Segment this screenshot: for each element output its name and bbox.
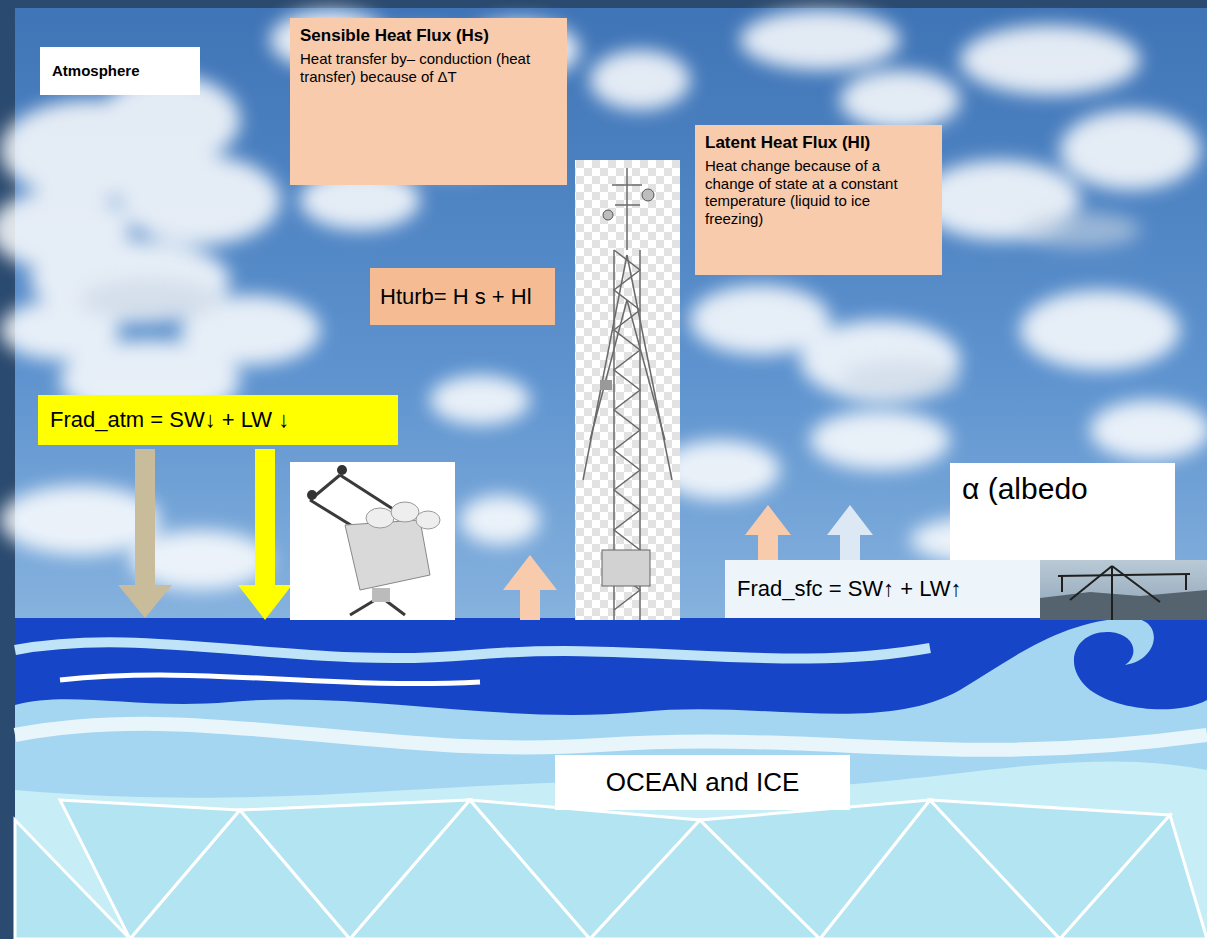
albedo-box: α (albedo	[950, 463, 1175, 560]
wave-stripe	[15, 724, 1207, 750]
region-label: OCEAN and ICE	[606, 767, 800, 798]
yellow-arrow-shaft	[255, 449, 275, 587]
tan-arrow-head	[118, 585, 172, 618]
flux-tower-picture	[615, 204, 640, 206]
equation: Frad_sfc = SW↑ + LW↑	[737, 576, 962, 602]
ice-ground	[15, 618, 1207, 939]
flux-definition-box: Latent Heat Flux (Hl) Heat change because…	[695, 125, 942, 275]
peach-arrow-head	[503, 555, 557, 590]
clouds	[1090, 400, 1207, 460]
cloud-shading	[840, 362, 960, 398]
flux-tower-picture	[627, 300, 665, 440]
equation-box: Hturb= H s + Hl	[370, 268, 555, 325]
equation-box: Frad_atm = SW↓ + LW ↓	[38, 395, 398, 445]
flux-description: Heat change because of a change of state…	[705, 157, 932, 228]
flux-tower-picture	[575, 160, 680, 620]
field-photo	[1058, 566, 1190, 620]
tan-arrow-shaft	[135, 449, 155, 587]
flux-heading: Latent Heat Flux (Hl)	[705, 133, 932, 153]
clouds	[430, 375, 530, 425]
clouds	[590, 50, 690, 110]
albedo-label: α (albedo	[962, 471, 1088, 506]
sensor	[603, 210, 613, 220]
clouds	[460, 495, 540, 545]
dark-wave	[15, 618, 1207, 715]
instrument-body	[345, 520, 430, 590]
clouds	[810, 410, 950, 470]
equation: Frad_atm = SW↓ + LW ↓	[50, 407, 289, 433]
equation-box: Frad_sfc = SW↑ + LW↑	[725, 560, 1040, 618]
radiometer-picture	[350, 600, 375, 615]
blue-arrow-head	[827, 505, 873, 535]
field-photo	[1061, 576, 1063, 592]
flux-tower-picture	[612, 184, 642, 186]
flux-tower-picture	[627, 255, 672, 480]
radiometer-picture	[391, 502, 419, 522]
radiometer-picture	[290, 462, 455, 620]
sky-photo	[15, 8, 1207, 620]
clouds	[740, 10, 900, 70]
radiometer-picture	[372, 588, 390, 602]
flux-tower-picture	[583, 255, 627, 480]
ice-floes	[15, 800, 1207, 939]
flux-definition-box: Sensible Heat Flux (Hs) Heat transfer by–…	[290, 18, 567, 185]
clouds	[800, 320, 960, 400]
field-photo	[1185, 574, 1187, 590]
radiometer-picture	[337, 465, 347, 475]
flux-heading: Sensible Heat Flux (Hs)	[300, 26, 557, 46]
field-photo	[1040, 560, 1207, 620]
field-photo	[1112, 566, 1160, 602]
wave-highlight	[15, 642, 930, 658]
ice-floes	[1060, 815, 1207, 939]
sensor	[642, 189, 654, 201]
clouds	[960, 25, 1140, 95]
region-label-box: Atmosphere	[40, 47, 200, 95]
light-wave	[15, 618, 1207, 798]
clouds	[120, 155, 280, 245]
flux-tower-picture	[583, 168, 672, 620]
flux-tower-picture	[626, 168, 628, 250]
equation: Hturb= H s + Hl	[380, 284, 532, 310]
radiometer-picture	[307, 490, 317, 500]
flux-tower-picture	[590, 300, 627, 440]
picture-ground	[575, 160, 680, 620]
logger-box	[602, 550, 650, 586]
blue-arrow-shaft	[840, 533, 860, 560]
clouds	[1020, 290, 1180, 370]
region-label: Atmosphere	[52, 62, 140, 80]
field-photo	[1070, 566, 1112, 600]
radiometer-picture	[385, 600, 405, 615]
picture-ground	[290, 462, 455, 620]
wave-highlight	[60, 675, 480, 684]
flux-description: Heat transfer by– conduction (heat trans…	[300, 50, 557, 85]
peach-arrow-head	[745, 505, 791, 535]
field-photo	[1111, 566, 1113, 620]
clouds	[840, 70, 960, 130]
radiometer-picture	[416, 511, 440, 529]
sensor	[600, 380, 612, 390]
clouds	[1060, 110, 1200, 190]
peach-arrow-shaft	[758, 533, 778, 560]
cloud-shading	[1020, 212, 1140, 248]
field-photo	[1040, 590, 1207, 620]
region-label-box: OCEAN and ICE	[555, 755, 850, 810]
peach-arrow-shaft	[520, 588, 540, 620]
field-photo	[1040, 560, 1207, 620]
cloud-shading	[80, 280, 220, 320]
ocean-and-ice	[15, 618, 1207, 939]
yellow-arrow-head	[238, 585, 292, 620]
radiometer-picture	[366, 508, 394, 528]
